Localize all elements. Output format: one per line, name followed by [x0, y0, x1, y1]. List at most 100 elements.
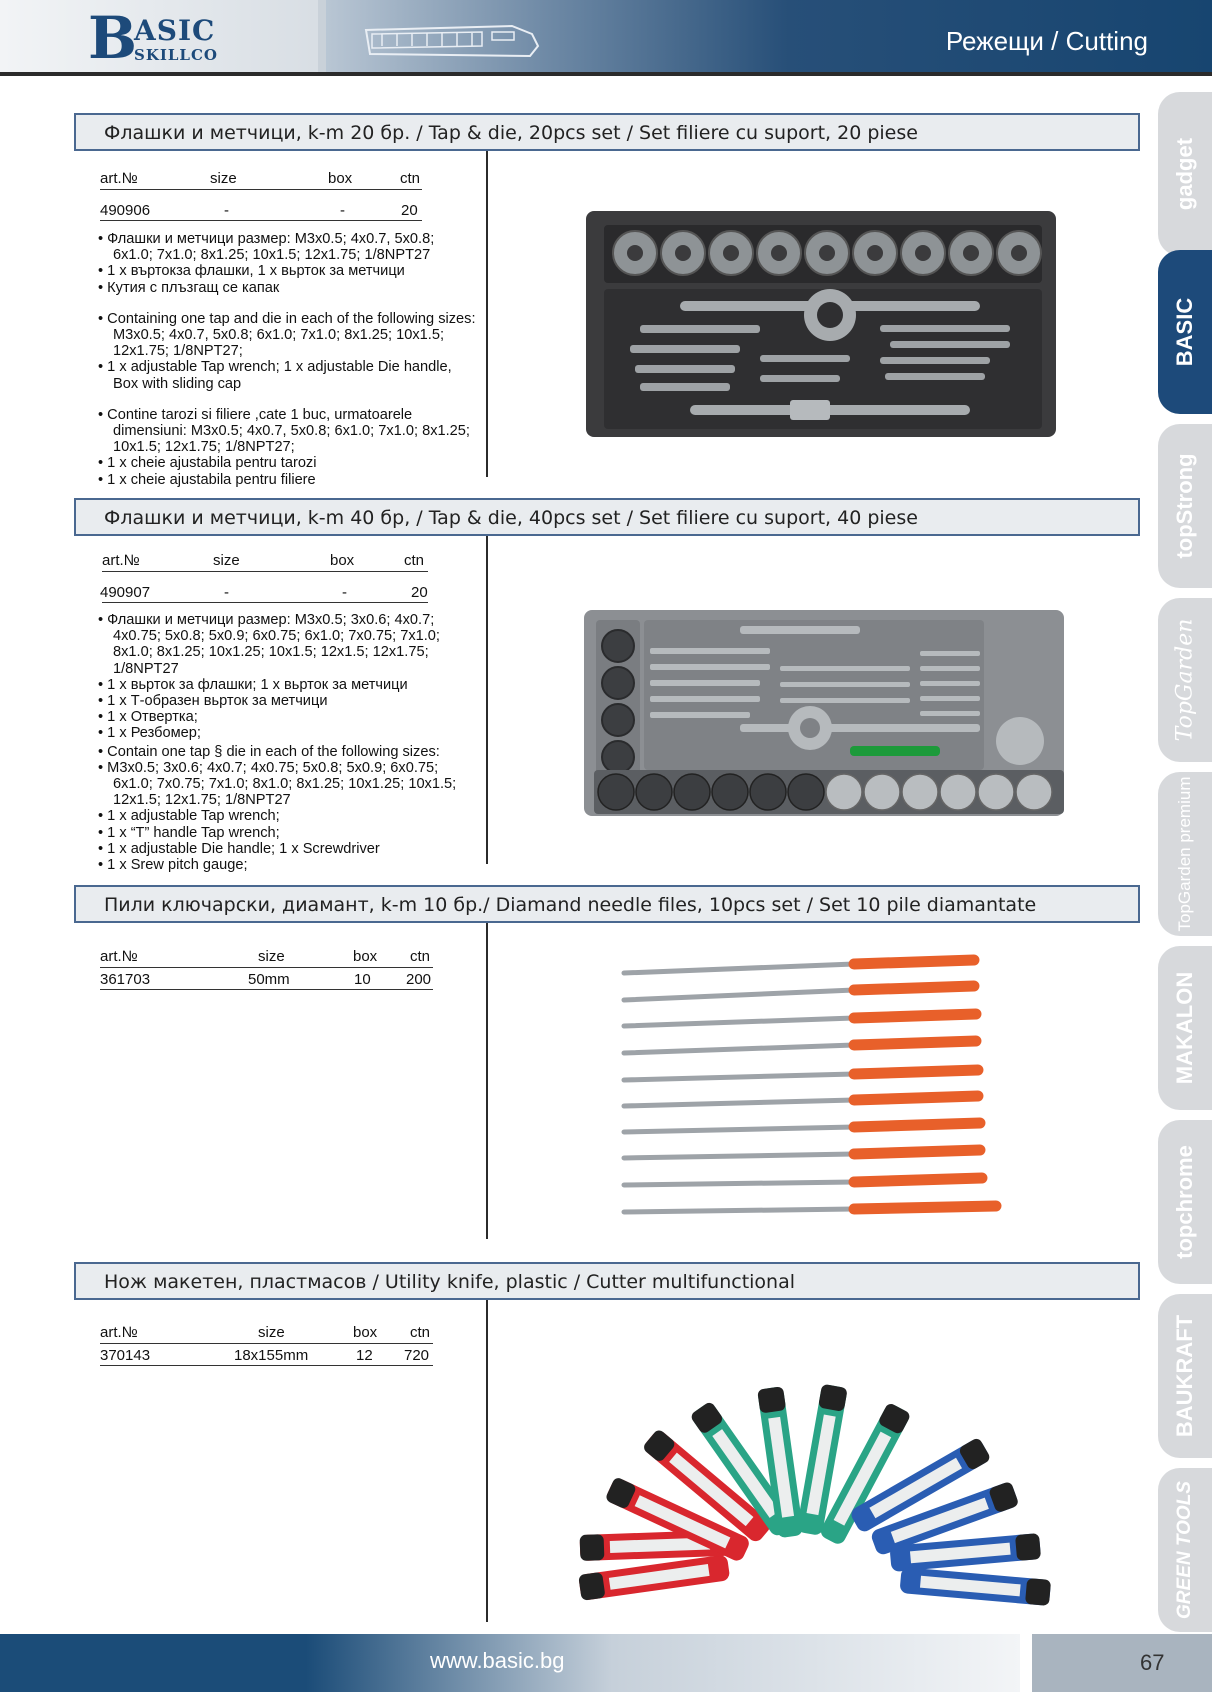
footer-band: [0, 1634, 1020, 1692]
col-box: box: [353, 948, 378, 965]
cell-box: -: [342, 584, 347, 601]
col-size: size: [258, 948, 285, 965]
product-description: Флашки и метчици размер: M3x0.5; 4x0.7, …: [98, 231, 476, 488]
page-header: B ASIC SKILLCO Режещи / Cutting: [0, 0, 1212, 76]
bullet: 1 x Резбомер;: [98, 725, 476, 741]
tab-label: gadget: [1172, 137, 1197, 211]
bullet: Флашки и метчици размер: M3x0.5; 3x0.6; …: [98, 612, 476, 677]
col-ctn: ctn: [410, 948, 431, 965]
logo-word-top: ASIC: [134, 14, 216, 47]
table-rule: [100, 989, 433, 990]
bullet: Contain one tap § die in each of the fol…: [98, 744, 476, 760]
column-separator: [486, 151, 488, 477]
tab-label: BAUKRAFT: [1172, 1314, 1197, 1438]
bullet: 1 x въртокза флашки, 1 x вьрток за метчи…: [98, 263, 476, 279]
tab-label: TopGarden: [1172, 618, 1198, 742]
tab-label: topStrong: [1172, 453, 1197, 559]
col-ctn: ctn: [404, 552, 425, 569]
logo-word-bottom: SKILLCO: [134, 46, 218, 64]
table-rule: [102, 571, 428, 572]
header-underline: [0, 72, 1212, 76]
column-separator: [486, 536, 488, 864]
tab-green-tools[interactable]: GREEN TOOLS: [1158, 1468, 1212, 1632]
section-title: Пили ключарски, диамант, k-m 10 бр./ Dia…: [104, 894, 1037, 916]
section-title: Флашки и метчици, k-m 40 бр, / Tap & die…: [104, 507, 918, 529]
tab-gadget[interactable]: gadget: [1158, 92, 1212, 256]
cell-box: 10: [354, 971, 371, 988]
table-rule: [100, 967, 433, 968]
bullet: Флашки и метчици размер: M3x0.5; 4x0.7, …: [98, 231, 476, 263]
website-link[interactable]: www.basic.bg: [430, 1648, 565, 1673]
bullet: M3x0.5; 3x0.6; 4x0.7; 4x0.75; 5x0.8; 5x0…: [98, 760, 476, 809]
table-rule: [100, 1365, 433, 1366]
column-separator: [486, 1300, 488, 1622]
col-size: size: [258, 1324, 285, 1341]
cell-ctn: 200: [406, 971, 432, 988]
product-table: art.№ size box ctn 370143 18x155mm 12 72…: [100, 1324, 434, 1366]
cell-size: -: [224, 202, 229, 219]
col-size: size: [213, 552, 240, 569]
col-box: box: [328, 170, 353, 187]
section-title-bar: Нож макетен, пластмасов / Utility knife,…: [74, 1262, 1140, 1300]
col-ctn: ctn: [400, 170, 421, 187]
tab-makalon[interactable]: MAKALON: [1158, 946, 1212, 1110]
cell-ctn: 20: [401, 202, 418, 219]
tab-basic[interactable]: BASIC: [1158, 250, 1212, 414]
tab-topgarden[interactable]: TopGarden: [1158, 598, 1212, 762]
table-rule: [102, 602, 428, 603]
col-art: art.№: [100, 170, 138, 187]
table-rule: [100, 189, 422, 190]
bullet: 1 x adjustable Tap wrench; 1 x adjustabl…: [98, 359, 476, 391]
tab-topgarden-premium[interactable]: TopGarden premium: [1158, 772, 1212, 936]
tab-topchrome[interactable]: topchrome: [1158, 1120, 1212, 1284]
product-table: art.№ size box ctn 490907 - - 20: [100, 552, 430, 603]
product-table: art.№ size box ctn 490906 - - 20: [100, 170, 424, 221]
basic-skillco-logo[interactable]: B ASIC SKILLCO: [88, 4, 278, 72]
bullet: 1 x “T” handle Tap wrench;: [98, 825, 476, 841]
bullet: 1 x adjustable Die handle; 1 x Screwdriv…: [98, 841, 476, 857]
page-footer: www.basic.bg 67: [0, 1634, 1212, 1692]
bullet: Containing one tap and die in each of th…: [98, 311, 476, 360]
tab-topstrong[interactable]: topStrong: [1158, 424, 1212, 588]
bullet: 1 x вьрток за флашки; 1 x вьрток за метч…: [98, 677, 476, 693]
col-box: box: [353, 1324, 378, 1341]
section-title: Флашки и метчици, k-m 20 бр. / Tap & die…: [104, 122, 918, 144]
bullet: 1 x Т-образен вьрток за метчици: [98, 693, 476, 709]
product-table: art.№ size box ctn 361703 50mm 10 200: [100, 948, 434, 990]
section-title: Нож макетен, пластмасов / Utility knife,…: [104, 1271, 796, 1293]
cell-box: 12: [356, 1347, 373, 1364]
cell-art: 370143: [100, 1347, 151, 1364]
tab-label: topchrome: [1172, 1145, 1197, 1259]
tab-label: BASIC: [1172, 297, 1197, 367]
col-ctn: ctn: [410, 1324, 431, 1341]
cell-box: -: [340, 202, 345, 219]
bullet: 1 x Отвертка;: [98, 709, 476, 725]
logo-letter: B: [88, 4, 138, 72]
needle-files-photo: [621, 954, 1002, 1215]
utility-knife-icon: [364, 24, 540, 58]
tab-baukraft[interactable]: BAUKRAFT: [1158, 1294, 1212, 1458]
bullet: 1 x cheie ajustabila pentru filiere: [98, 472, 476, 488]
bullet: 1 x Srew pitch gauge;: [98, 857, 476, 873]
product-description: Флашки и метчици размер: M3x0.5; 3x0.6; …: [98, 612, 476, 873]
cell-ctn: 720: [404, 1347, 430, 1364]
bullet: 1 x adjustable Tap wrench;: [98, 808, 476, 824]
section-title-bar: Флашки и метчици, k-m 20 бр. / Tap & die…: [74, 113, 1140, 151]
tab-label: GREEN TOOLS: [1174, 1481, 1195, 1619]
header-divider: [318, 0, 326, 72]
col-box: box: [330, 552, 355, 569]
bullet: Contine tarozi si filiere ,cate 1 buc, u…: [98, 407, 476, 456]
cell-size: -: [224, 584, 229, 601]
section-title-bar: Пили ключарски, диамант, k-m 10 бр./ Dia…: [74, 885, 1140, 923]
col-size: size: [210, 170, 237, 187]
page-number-box: [1032, 1634, 1212, 1692]
column-separator: [486, 923, 488, 1239]
col-art: art.№: [100, 948, 138, 965]
tap-die-20-set-photo: [586, 211, 1056, 437]
cell-art: 490907: [100, 584, 151, 601]
tab-label: MAKALON: [1172, 971, 1197, 1085]
page-number: 67: [1140, 1650, 1165, 1675]
cell-art: 361703: [100, 971, 151, 988]
cell-size: 18x155mm: [234, 1347, 309, 1364]
table-rule: [100, 220, 422, 221]
